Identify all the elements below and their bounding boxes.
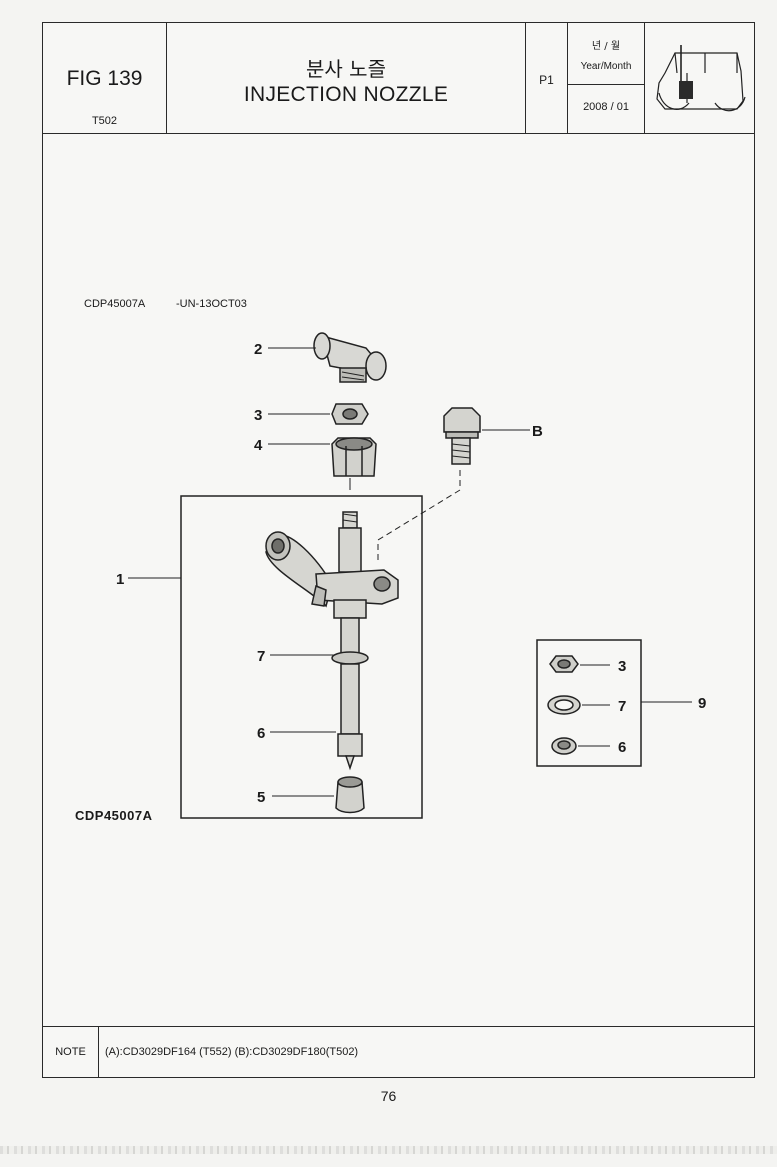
nut-part-4: [331, 437, 377, 477]
page-number: 76: [380, 1088, 397, 1104]
callout-2: 2: [254, 341, 262, 358]
flange-bolt-B: [443, 407, 481, 465]
injection-nozzle-body: [265, 511, 399, 771]
kit-washer-3: [549, 655, 579, 673]
kit-callout-6: 6: [618, 739, 626, 756]
kit-o-ring-7: [547, 695, 581, 715]
kit-callout-9: 9: [698, 695, 706, 712]
callout-7: 7: [257, 648, 265, 665]
seal-kit-box: [536, 639, 642, 767]
banjo-fitting: [313, 332, 387, 383]
callout-1: 1: [116, 571, 124, 588]
year-month-heading: 년 / 월 Year/Month: [568, 23, 644, 85]
reference-suffix: -UN-13OCT03: [176, 298, 247, 310]
note-row: NOTE (A):CD3029DF164 (T552) (B):CD3029DF…: [43, 1026, 754, 1077]
note-label: NOTE: [43, 1027, 99, 1077]
page-code-cell: P1: [526, 23, 568, 133]
washer-part-3: [331, 403, 369, 425]
callout-B: B: [532, 423, 543, 440]
title-korean: 분사 노즐: [306, 57, 386, 81]
tractor-icon: [656, 45, 746, 112]
callout-6: 6: [257, 725, 265, 742]
callout-3: 3: [254, 407, 262, 424]
year-month-english: Year/Month: [580, 61, 632, 72]
figure-cell: FIG 139 T502: [43, 23, 167, 133]
issue-date: 2008 / 01: [583, 101, 629, 113]
diagram-code: CDP45007A: [75, 808, 153, 823]
callout-5: 5: [257, 789, 265, 806]
kit-seal-6: [551, 737, 577, 755]
model-code: T502: [91, 115, 118, 127]
catalog-page-frame: FIG 139 T502 분사 노즐 INJECTION NOZZLE P1 년…: [42, 22, 755, 1078]
title-english: INJECTION NOZZLE: [243, 83, 449, 106]
thumbnail-cell: [645, 23, 756, 133]
nozzle-assembly-box: [180, 495, 423, 819]
reference-code: CDP45007A: [84, 298, 146, 310]
scan-artifact-strip: [0, 1146, 777, 1154]
nozzle-cap-part-5: [335, 776, 365, 814]
kit-callout-3: 3: [618, 658, 626, 675]
date-cell: 년 / 월 Year/Month 2008 / 01: [568, 23, 645, 133]
figure-number: FIG 139: [66, 67, 143, 90]
callout-4: 4: [254, 437, 263, 454]
note-text: (A):CD3029DF164 (T552) (B):CD3029DF180(T…: [105, 1046, 359, 1058]
header-table: FIG 139 T502 분사 노즐 INJECTION NOZZLE P1 년…: [43, 23, 754, 134]
kit-callout-7: 7: [618, 698, 626, 715]
page-code: P1: [539, 73, 554, 87]
title-cell: 분사 노즐 INJECTION NOZZLE: [167, 23, 526, 133]
year-month-korean: 년 / 월: [591, 41, 621, 52]
